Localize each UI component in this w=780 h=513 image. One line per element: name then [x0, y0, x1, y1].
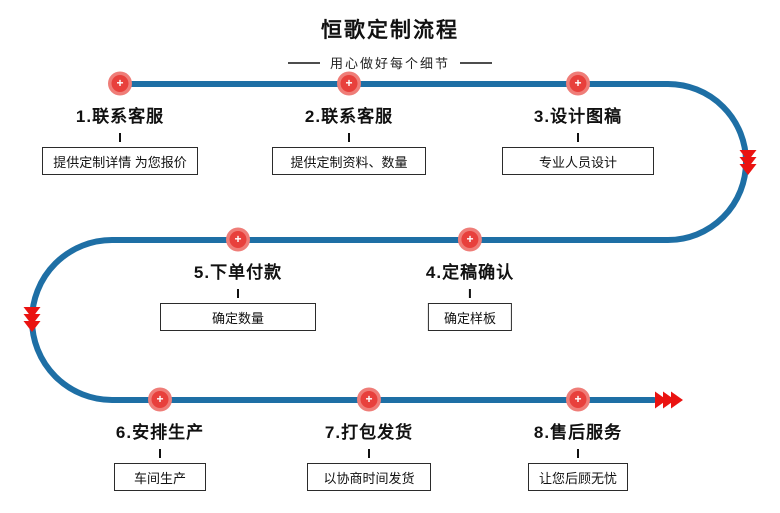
page-subtitle-row: 用心做好每个细节: [0, 53, 780, 72]
step-title: 4.定稿确认: [425, 263, 515, 282]
chevron-down-icon-right-curve: [739, 150, 757, 175]
step-3: + 3.设计图稿 专业人员设计: [502, 75, 654, 175]
step-1: + 1.联系客服 提供定制详情 为您报价: [42, 75, 198, 175]
step-detail-box: 提供定制详情 为您报价: [42, 147, 198, 175]
chevron-right-icon-end: [655, 391, 683, 409]
step-node-icon: +: [569, 391, 587, 408]
step-title: 3.设计图稿: [533, 107, 623, 126]
step-detail-text: 确定样板: [443, 310, 496, 326]
step-8: + 8.售后服务 让您后顾无忧: [528, 391, 628, 491]
step-detail-box: 提供定制资料、数量: [272, 147, 426, 175]
step-detail-box: 以协商时间发货: [307, 463, 431, 491]
step-title: 7.打包发货: [324, 423, 414, 442]
step-5: + 5.下单付款 确定数量: [160, 231, 316, 331]
page-subtitle: 用心做好每个细节: [329, 56, 450, 71]
step-node-icon: +: [360, 391, 378, 408]
step-detail-text: 专业人员设计: [538, 154, 617, 170]
step-connector: [347, 133, 351, 142]
step-connector: [367, 449, 371, 458]
step-detail-text: 提供定制资料、数量: [290, 154, 408, 170]
step-node-icon: +: [229, 231, 247, 248]
step-connector: [576, 449, 580, 458]
step-detail-box: 专业人员设计: [502, 147, 654, 175]
step-7: + 7.打包发货 以协商时间发货: [307, 391, 431, 491]
header: 恒歌定制流程 用心做好每个细节: [0, 14, 780, 72]
step-detail-box: 让您后顾无忧: [528, 463, 628, 491]
step-detail-text: 提供定制详情 为您报价: [53, 154, 187, 170]
step-2: + 2.联系客服 提供定制资料、数量: [272, 75, 426, 175]
step-connector: [118, 133, 122, 142]
step-title: 2.联系客服: [304, 107, 394, 126]
step-title: 6.安排生产: [115, 423, 205, 442]
step-detail-text: 让您后顾无忧: [538, 470, 617, 486]
plus-icon: +: [574, 392, 582, 406]
step-connector: [576, 133, 580, 142]
page-title: 恒歌定制流程: [321, 19, 459, 42]
step-node-icon: +: [569, 75, 587, 92]
plus-icon: +: [234, 232, 242, 246]
step-detail-text: 以协商时间发货: [323, 470, 415, 486]
subtitle-dash-left: [287, 61, 320, 64]
step-node-icon: +: [111, 75, 129, 92]
step-title: 8.售后服务: [533, 423, 623, 442]
step-4: + 4.定稿确认 确定样板: [425, 231, 515, 331]
step-connector: [468, 289, 472, 298]
step-node-icon: +: [151, 391, 169, 408]
step-detail-box: 车间生产: [114, 463, 206, 491]
step-connector: [158, 449, 162, 458]
step-node-icon: +: [461, 231, 479, 248]
step-detail-text: 车间生产: [133, 470, 186, 486]
plus-icon: +: [365, 392, 373, 406]
step-node-icon: +: [340, 75, 358, 92]
step-detail-text: 确定数量: [211, 310, 264, 326]
plus-icon: +: [156, 392, 164, 406]
process-line: [29, 81, 749, 403]
plus-icon: +: [574, 76, 582, 90]
step-detail-box: 确定数量: [160, 303, 316, 331]
step-connector: [236, 289, 240, 298]
subtitle-dash-right: [460, 61, 492, 64]
plus-icon: +: [345, 76, 353, 90]
plus-icon: +: [466, 232, 474, 246]
step-6: + 6.安排生产 车间生产: [114, 391, 206, 491]
step-title: 5.下单付款: [193, 263, 283, 282]
plus-icon: +: [116, 76, 124, 90]
step-detail-box: 确定样板: [428, 303, 512, 331]
step-title: 1.联系客服: [75, 107, 165, 126]
chevron-down-icon-left-curve: [23, 307, 41, 332]
